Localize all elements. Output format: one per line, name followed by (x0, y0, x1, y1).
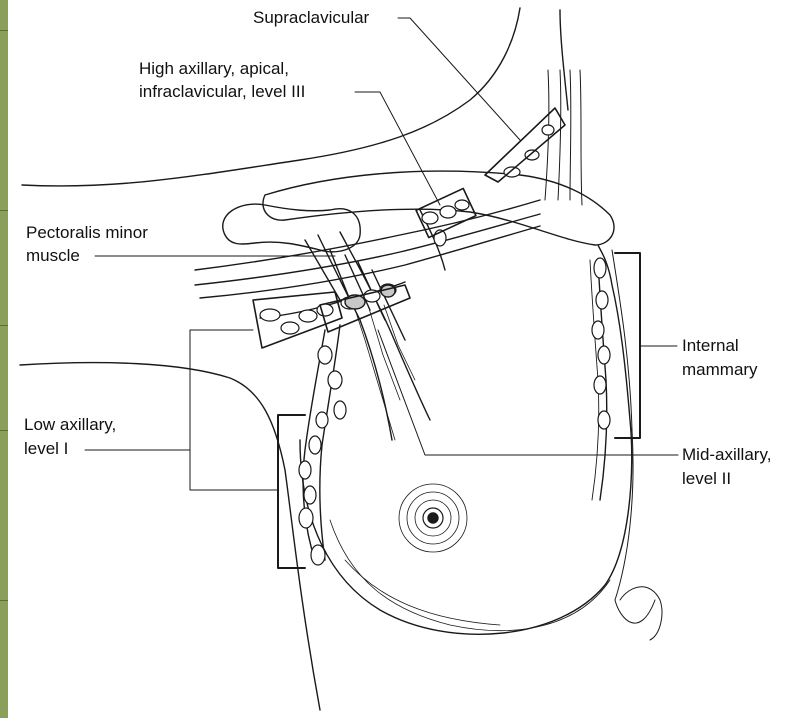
leader-level-III (355, 92, 440, 205)
leader-mid-axillary (378, 330, 678, 455)
coracoid-process (223, 204, 360, 252)
label-internal-line2: mammary (682, 359, 758, 381)
label-low-axillary-line2: level I (24, 438, 68, 460)
internal-mammary-bracket (615, 253, 640, 438)
label-mid-axillary-line1: Mid-axillary, (682, 444, 771, 466)
label-high-axillary-line2: infraclavicular, level III (139, 81, 305, 103)
axillary-vessel-2 (195, 214, 540, 285)
label-pectoralis-line1: Pectoralis minor (26, 222, 148, 244)
label-high-axillary-line1: High axillary, apical, (139, 58, 289, 80)
lymph-node (260, 309, 280, 321)
label-supraclavicular: Supraclavicular (253, 7, 369, 29)
leader-low-axillary (85, 450, 278, 490)
low-axillary-bracket (278, 415, 305, 568)
label-pectoralis-line2: muscle (26, 245, 80, 267)
supraclavicular-box (485, 108, 565, 182)
label-mid-axillary-line2: level II (682, 468, 731, 490)
label-low-axillary-line1: Low axillary, (24, 414, 116, 436)
label-internal-line1: Internal (682, 335, 739, 357)
leader-supraclavicular (398, 18, 520, 140)
